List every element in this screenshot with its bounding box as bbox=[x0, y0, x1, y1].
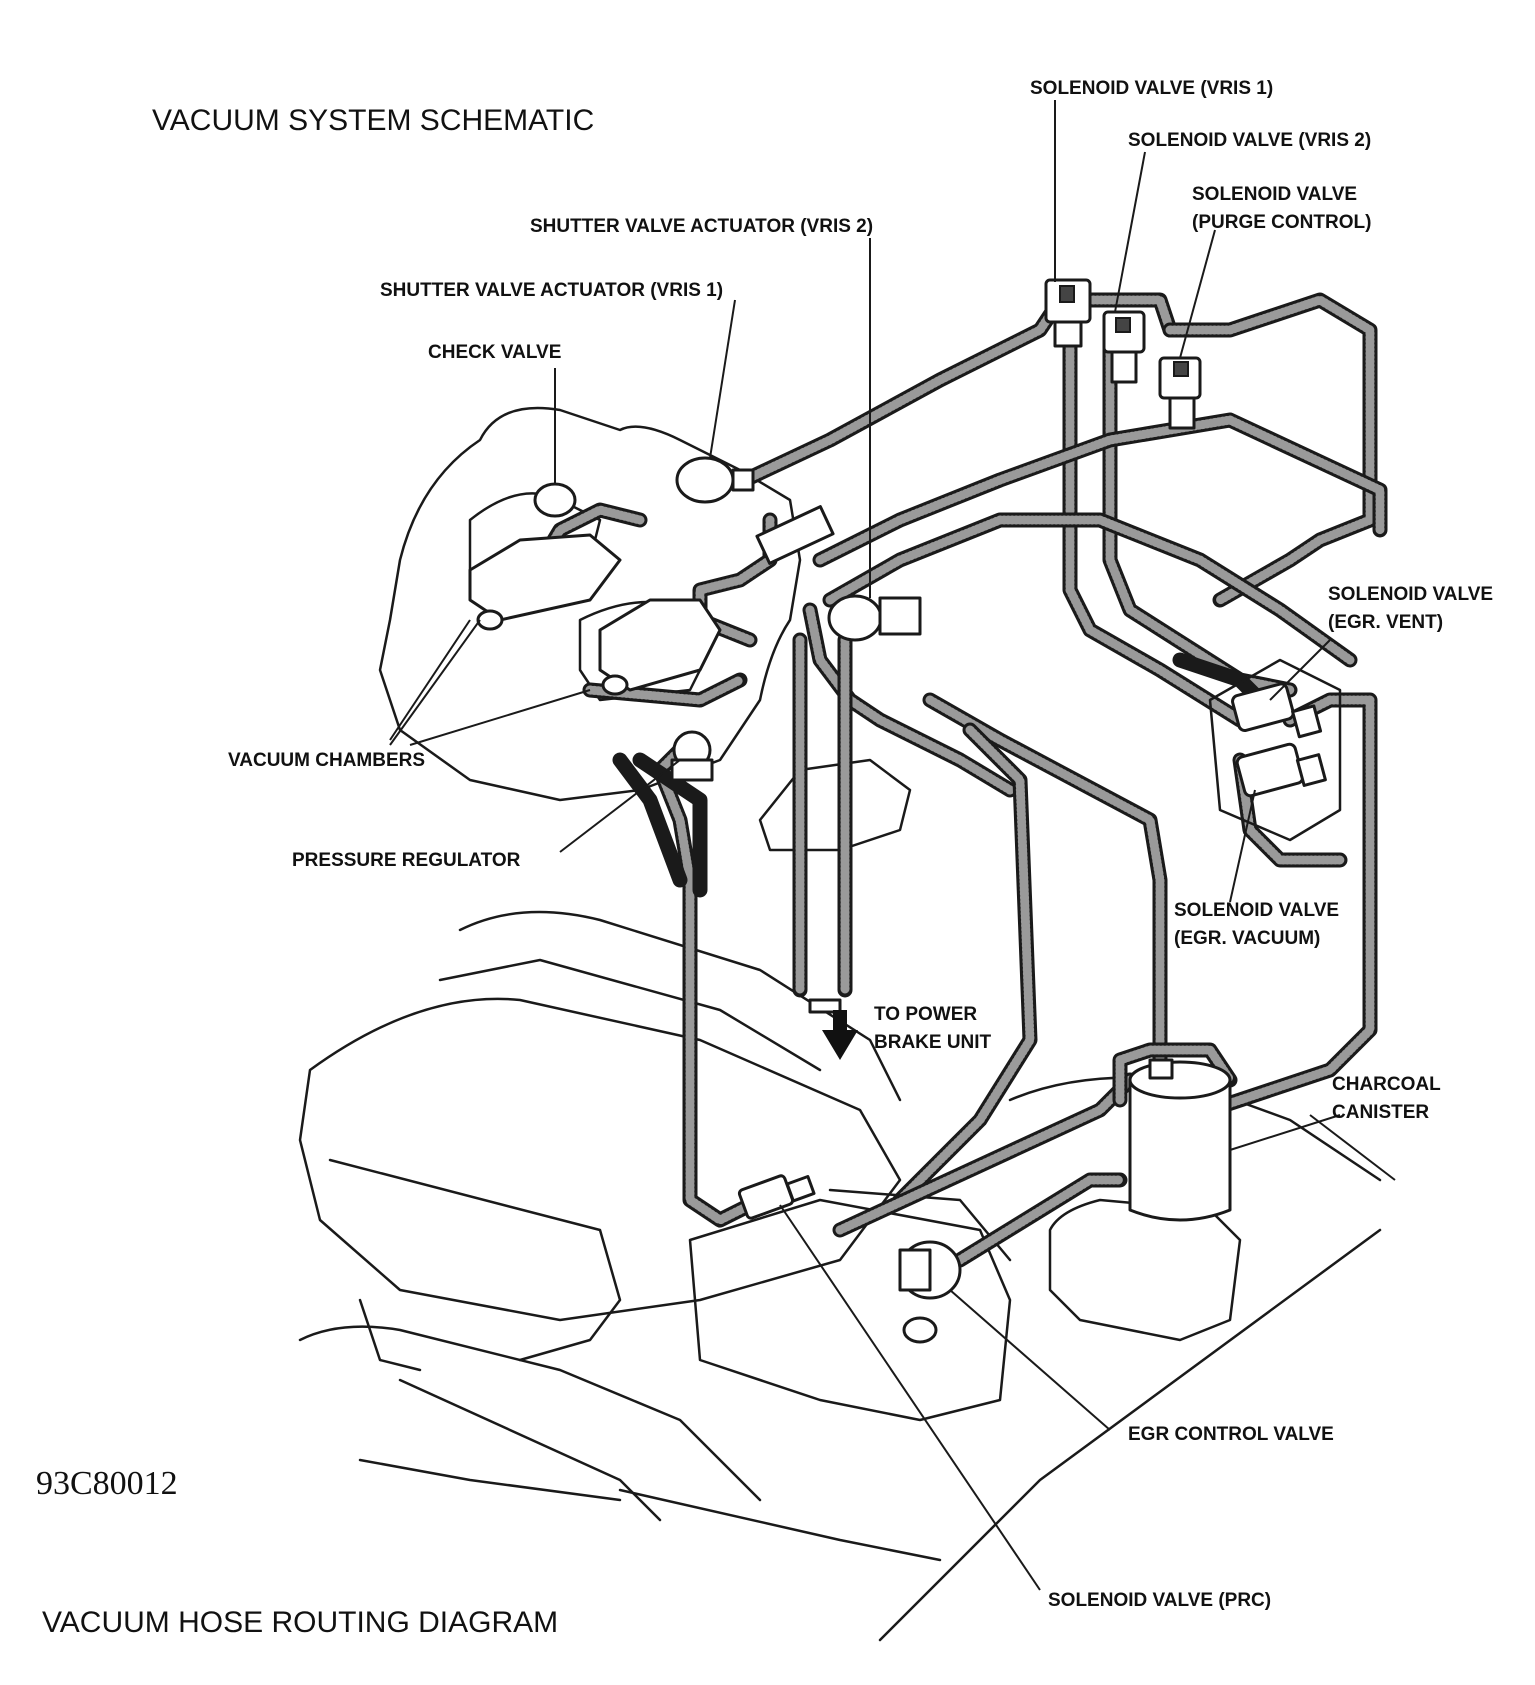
solenoid-vris1-part bbox=[1044, 278, 1092, 348]
label-solenoid-egr-vent-2: (EGR. VENT) bbox=[1328, 612, 1443, 633]
charcoal-canister-part bbox=[1128, 1058, 1232, 1222]
label-check-valve: CHECK VALVE bbox=[428, 342, 561, 363]
label-solenoid-egr-vacuum-2: (EGR. VACUUM) bbox=[1174, 928, 1320, 949]
solenoid-vris2-part bbox=[1102, 310, 1146, 384]
label-solenoid-vris2: SOLENOID VALVE (VRIS 2) bbox=[1128, 130, 1371, 151]
label-solenoid-prc: SOLENOID VALVE (PRC) bbox=[1048, 1590, 1271, 1611]
solenoid-prc-part bbox=[737, 1174, 816, 1220]
pressure-regulator-part bbox=[670, 730, 714, 782]
check-valve-part bbox=[533, 482, 577, 518]
egr-solenoid-cluster-outline bbox=[1208, 658, 1342, 842]
components bbox=[468, 278, 1342, 1344]
engine-outline bbox=[298, 406, 1382, 1642]
shutter-actuator-vris1-part bbox=[675, 456, 755, 504]
label-solenoid-purge-2: (PURGE CONTROL) bbox=[1192, 212, 1371, 233]
label-to-power-2: BRAKE UNIT bbox=[874, 1032, 992, 1053]
vacuum-chamber-2 bbox=[598, 598, 722, 696]
shutter-actuator-vris2-part bbox=[755, 505, 922, 642]
label-to-power-1: TO POWER bbox=[874, 1004, 977, 1025]
label-solenoid-egr-vacuum-1: SOLENOID VALVE bbox=[1174, 900, 1339, 921]
label-charcoal-2: CANISTER bbox=[1332, 1102, 1429, 1123]
label-vacuum-chambers: VACUUM CHAMBERS bbox=[228, 750, 425, 771]
label-charcoal-1: CHARCOAL bbox=[1332, 1074, 1441, 1095]
solenoid-egr-vacuum-part bbox=[1235, 742, 1327, 798]
solenoid-egr-vent-part bbox=[1231, 682, 1323, 739]
egr-control-valve-part bbox=[898, 1240, 962, 1344]
routing-title: VACUUM HOSE ROUTING DIAGRAM bbox=[42, 1606, 558, 1639]
label-solenoid-vris1: SOLENOID VALVE (VRIS 1) bbox=[1030, 78, 1273, 99]
brake-hose-stub bbox=[808, 998, 842, 1014]
label-egr-control-valve: EGR CONTROL VALVE bbox=[1128, 1424, 1334, 1445]
label-solenoid-purge-1: SOLENOID VALVE bbox=[1192, 184, 1357, 205]
vacuum-chamber-1 bbox=[468, 533, 622, 631]
brake-arrow-icon bbox=[822, 1010, 858, 1060]
label-pressure-regulator: PRESSURE REGULATOR bbox=[292, 850, 521, 871]
label-solenoid-egr-vent-1: SOLENOID VALVE bbox=[1328, 584, 1493, 605]
figure-code: 93C80012 bbox=[36, 1465, 178, 1502]
label-shutter-vris2: SHUTTER VALVE ACTUATOR (VRIS 2) bbox=[530, 216, 873, 237]
leader-lines bbox=[389, 100, 1396, 1591]
solenoid-purge-part bbox=[1158, 356, 1202, 430]
label-shutter-vris1: SHUTTER VALVE ACTUATOR (VRIS 1) bbox=[380, 280, 723, 301]
schematic-title: VACUUM SYSTEM SCHEMATIC bbox=[152, 104, 594, 137]
